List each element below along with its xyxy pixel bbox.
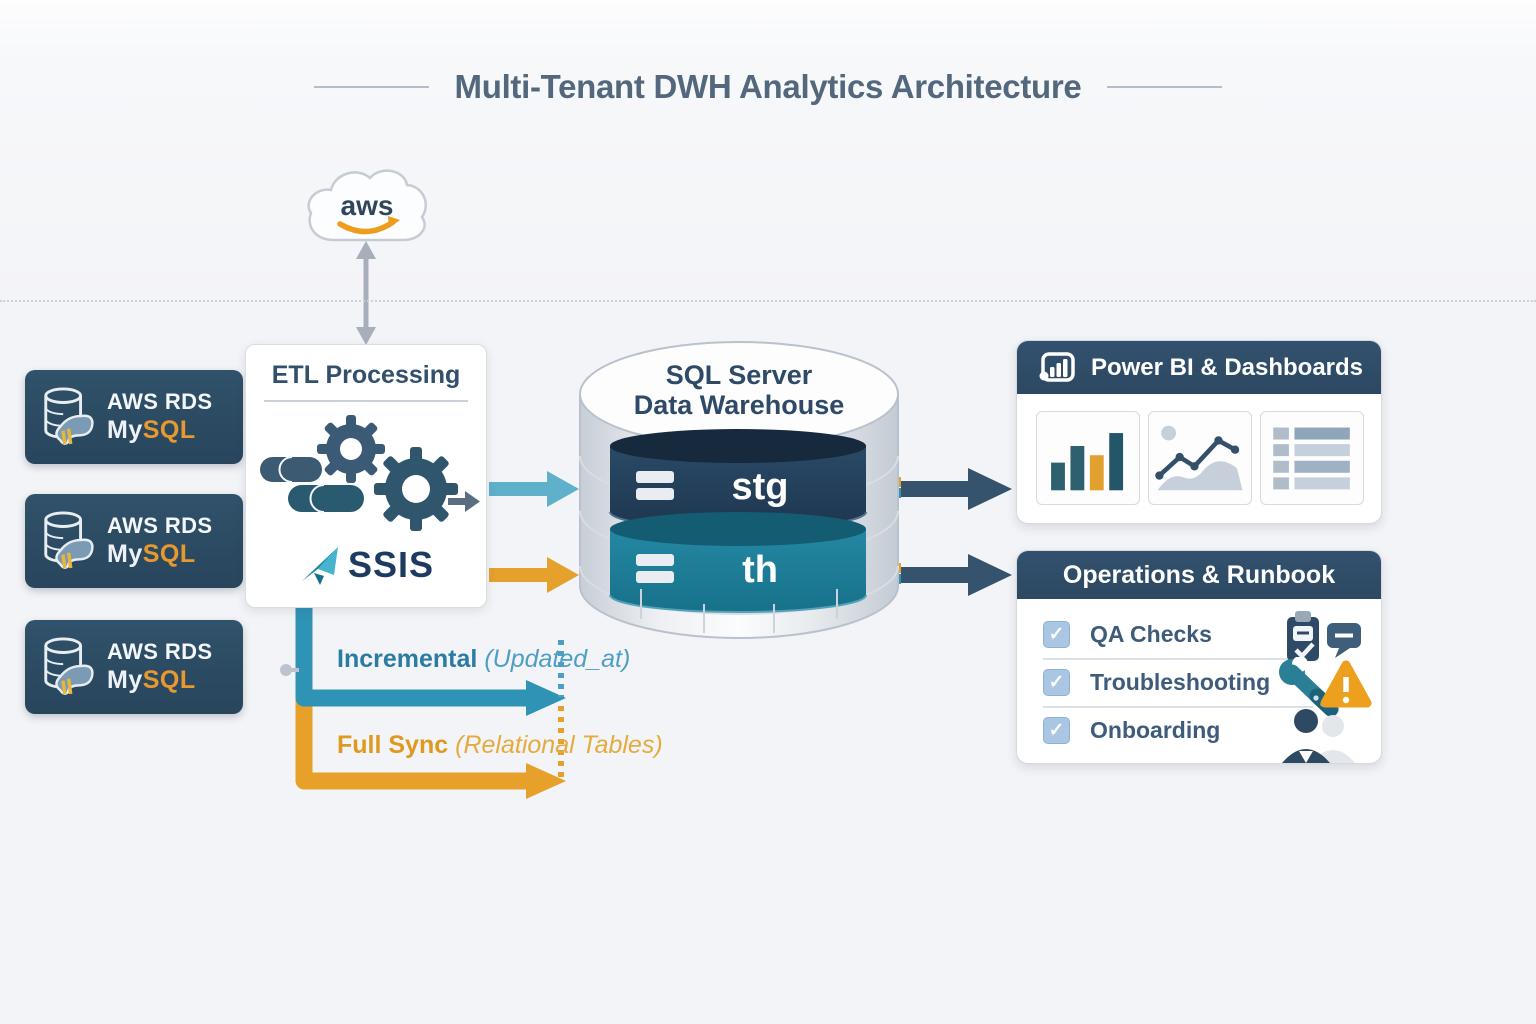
line-chart-icon [1155,425,1243,491]
dwh-to-operations-arrow [893,554,1012,596]
table-thumbnail [1260,411,1364,505]
gear-icon [374,447,458,531]
cloud-bidirectional-arrow [356,241,376,345]
checkbox-checked-icon: ✓ [1043,668,1070,696]
incremental-label: Incremental(Updated_at) [337,645,631,673]
ops-item-label: Troubleshooting [1090,668,1271,695]
source-name: AWS RDS [107,638,213,664]
full-sync-label: Full Sync(Relational Tables) [337,731,663,759]
dotted-separator [0,300,1536,302]
qa-clipboard-icon [1287,611,1361,661]
powerbi-icon [1039,351,1075,382]
source-engine: MySQL [107,666,196,695]
full-sync-arrow [295,686,566,799]
source-box-1: AWS RDS MySQL [25,370,243,464]
warehouse-title-line1: SQL Server [666,360,813,390]
mysql-database-icon [44,511,94,569]
source-box-3: AWS RDS MySQL [25,620,243,714]
checkbox-checked-icon: ✓ [1043,620,1070,648]
ssis-logo: SSIS [246,543,488,587]
bar-chart-icon [1051,433,1124,491]
powerbi-title: Power BI & Dashboards [1090,353,1364,381]
ops-divider [1043,706,1313,708]
title-row: Multi-Tenant DWH Analytics Architecture [0,68,1536,106]
ops-item-label: QA Checks [1090,620,1212,647]
data-warehouse-cylinder: SQL Server Data Warehouse stg th [579,341,899,639]
source-name: AWS RDS [107,388,213,414]
ops-row-onboarding: ✓ Onboarding [1043,715,1220,745]
warehouse-title-line2: Data Warehouse [634,390,845,420]
incremental-arrow [295,602,566,716]
etl-card: ETL Processing [245,344,487,608]
title-right-rule [1107,86,1223,88]
etl-to-th-arrow [489,557,579,593]
etl-to-stg-arrow [489,471,579,507]
ops-divider [1043,658,1313,660]
onboarding-person-icon [1282,709,1355,763]
ssis-label: SSIS [347,544,435,585]
etl-title: ETL Processing [271,361,461,389]
source-engine: MySQL [107,416,196,445]
source-box-2: AWS RDS MySQL [25,494,243,588]
operations-panel: Operations & Runbook ✓ QA Checks ✓ Troub… [1016,550,1382,764]
aws-smile-icon [337,219,396,235]
mysql-database-icon [44,637,94,695]
gear-output-arrow-icon [448,491,480,512]
aws-cloud-icon: aws [307,169,427,242]
th-label: th [742,549,778,591]
dwh-to-powerbi-arrow [893,468,1012,510]
aws-label: aws [341,190,394,221]
source-engine: MySQL [107,540,196,569]
ops-row-qa: ✓ QA Checks [1043,619,1212,649]
ops-row-troubleshooting: ✓ Troubleshooting [1043,667,1270,697]
operations-title: Operations & Runbook [1062,560,1336,589]
powerbi-panel: Power BI & Dashboards [1016,340,1382,524]
etl-divider [264,400,468,402]
powerbi-header: Power BI & Dashboards [1017,341,1381,394]
page-title: Multi-Tenant DWH Analytics Architecture [454,68,1082,105]
source-name: AWS RDS [107,512,213,538]
bar-chart-thumbnail [1036,411,1140,505]
ssis-plane-icon [301,547,338,585]
gear-icon [317,415,385,483]
mysql-database-icon [44,387,94,445]
etl-gears-icon [260,415,480,531]
stg-label: stg [732,466,789,508]
th-layer: th [609,512,867,613]
table-icon [1273,427,1350,490]
troubleshooting-wrench-icon [1279,657,1372,717]
source-trunk-connector [280,664,299,676]
operations-header: Operations & Runbook [1017,551,1381,599]
title-left-rule [313,86,429,88]
line-chart-thumbnail [1148,411,1252,505]
stg-layer: stg [609,429,867,530]
checkbox-checked-icon: ✓ [1043,716,1070,744]
ops-item-label: Onboarding [1090,716,1221,743]
